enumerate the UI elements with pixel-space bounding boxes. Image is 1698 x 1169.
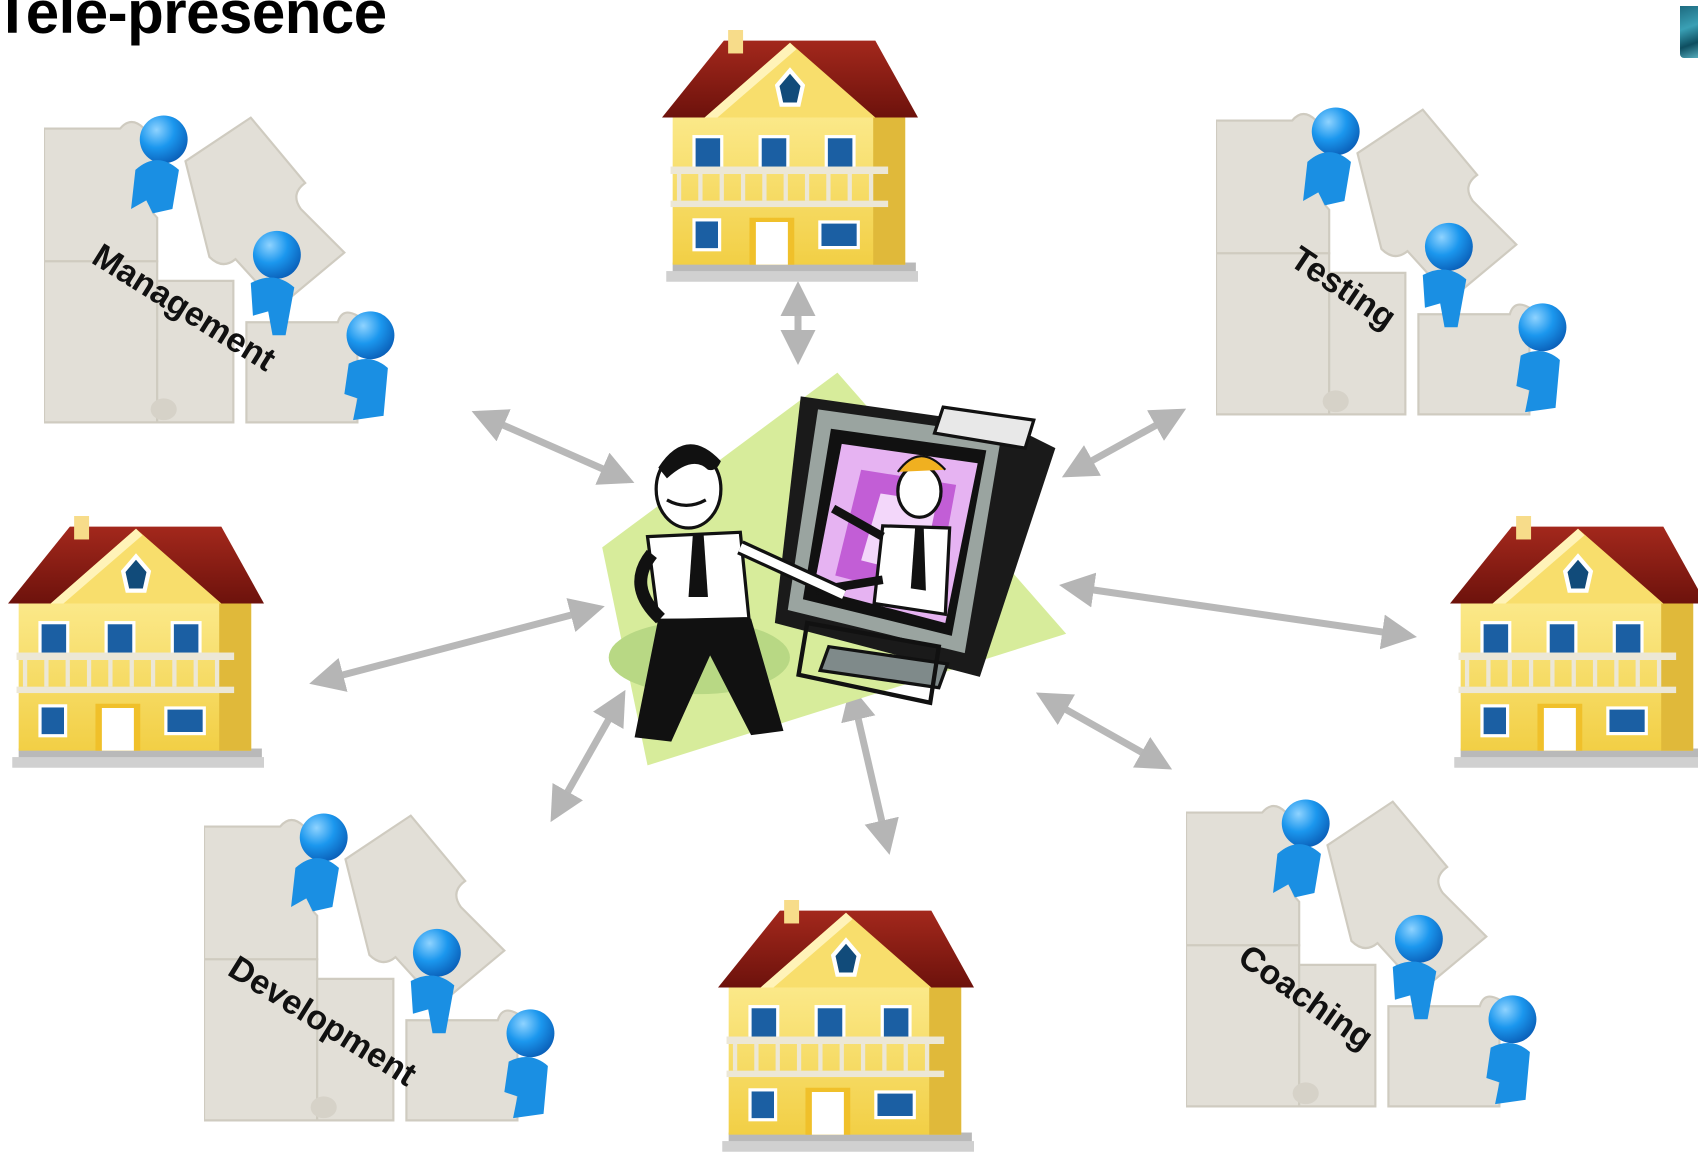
arrow-coaching — [1035, 692, 1173, 770]
puzzle-coaching — [1186, 798, 1538, 1108]
house-top — [662, 30, 918, 282]
puzzle-testing — [1216, 106, 1568, 416]
arrow-right-house — [1059, 572, 1417, 650]
connector-arrows — [309, 281, 1417, 855]
arrow-development — [550, 689, 626, 823]
corner-logo — [1680, 6, 1698, 58]
page-title: Tele-presence — [0, 0, 387, 46]
telepresence-center — [602, 373, 1066, 766]
house-left — [8, 516, 264, 768]
house-right — [1450, 516, 1698, 768]
arrow-management — [471, 409, 635, 485]
arrow-left-house — [309, 598, 605, 692]
arrow-testing — [1061, 408, 1187, 478]
arrow-bottom-house — [841, 685, 899, 855]
house-bottom — [718, 900, 974, 1152]
